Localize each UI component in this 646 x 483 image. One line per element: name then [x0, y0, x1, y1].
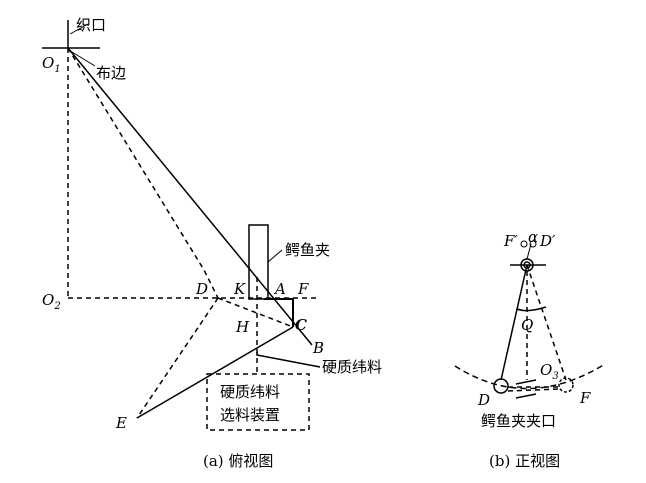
point-C: C	[295, 316, 307, 334]
hinge-right	[529, 240, 537, 248]
clip-jaw	[264, 298, 294, 327]
line-E-C	[136, 326, 294, 419]
label-selvage: 布边	[96, 64, 126, 82]
line-O1-B	[67, 47, 313, 346]
label-hard-weft: 硬质纬料	[322, 358, 382, 376]
point-B: B	[312, 339, 324, 357]
caption-front-view: (b) 正视图	[489, 452, 560, 470]
point-K: K	[233, 280, 246, 298]
selvage-leader	[71, 51, 96, 67]
device-label-2: 选料装置	[220, 406, 280, 424]
point-O1: O1	[42, 54, 61, 75]
point-D-b: D	[477, 391, 490, 409]
label-clip-mouth: 鳄鱼夹夹口	[481, 412, 556, 430]
hard-weft-leader	[256, 352, 321, 368]
device-label-1: 硬质纬料	[220, 383, 280, 401]
line-D-E	[136, 297, 219, 419]
point-D: D	[195, 280, 208, 298]
clip-F-circle	[558, 377, 574, 393]
angle-arc	[516, 306, 547, 312]
hinge-link	[526, 243, 532, 260]
point-Dp: D′	[539, 232, 556, 250]
front-view	[454, 240, 606, 399]
line-O1-D	[67, 47, 219, 299]
point-H: H	[235, 318, 250, 336]
clip-D-circle	[493, 378, 509, 394]
point-F: F	[297, 280, 309, 298]
shed-leader	[69, 23, 89, 35]
point-E: E	[115, 414, 127, 432]
selector-device-box	[206, 373, 310, 431]
caption-top-view: (a) 俯视图	[203, 452, 273, 470]
point-alpha: α	[528, 228, 538, 246]
point-Fp: F′	[503, 232, 518, 250]
point-F-b: F	[579, 389, 591, 407]
mouth-mark-1	[515, 379, 537, 385]
arm-solid	[500, 264, 528, 381]
point-O3: O3	[540, 361, 559, 382]
label-shed: 织口	[76, 16, 106, 34]
label-clip: 鳄鱼夹	[285, 241, 330, 259]
point-O2: O2	[42, 291, 61, 312]
arm-dashed	[526, 264, 567, 381]
line-D-C	[217, 297, 294, 328]
top-view	[42, 20, 321, 431]
mouth-line-2	[507, 388, 560, 392]
clip-leader	[267, 249, 283, 263]
point-Q: Q	[521, 316, 533, 334]
swing-arc	[454, 363, 606, 390]
hinge-left	[520, 240, 528, 248]
mouth-mark-2	[515, 393, 537, 399]
point-A: A	[273, 280, 286, 298]
